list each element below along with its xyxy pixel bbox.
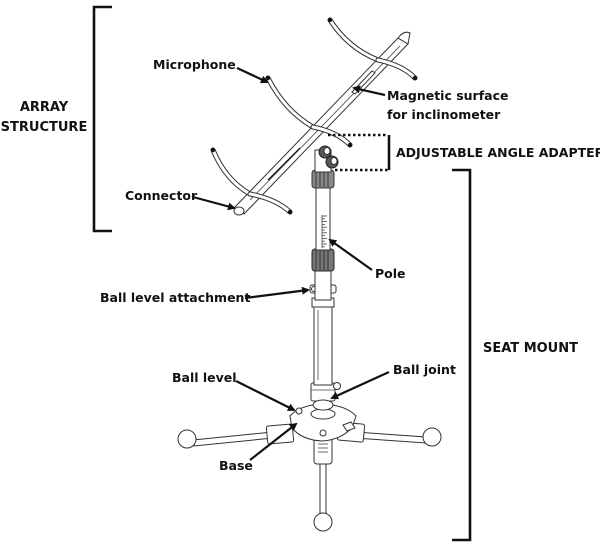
microphone-arm (210, 147, 253, 197)
label-ball-level-attachment: Ball level attachment (100, 290, 250, 305)
microphone-capsule (327, 17, 333, 23)
label-connector: Connector (125, 188, 198, 203)
arrow-base (249, 422, 298, 461)
microphone-arm (265, 75, 316, 130)
pole-scale-ticks (322, 215, 327, 248)
microphone-capsule (210, 147, 216, 153)
microphone-arm (247, 191, 293, 215)
middle-pole (314, 269, 332, 301)
microphone-capsule (412, 75, 418, 81)
label-pole: Pole (375, 266, 406, 281)
label-magnetic-surface-line2: for inclinometer (387, 107, 501, 122)
label-base: Base (219, 458, 253, 473)
label-ball-joint: Ball joint (393, 362, 456, 377)
array-bar (233, 31, 411, 216)
angle-adapter (314, 145, 339, 173)
microphone-arm (375, 57, 418, 81)
group-title-adjustable-angle-adapter: ADJUSTABLE ANGLE ADAPTER (396, 145, 600, 160)
group-title-seat-mount: SEAT MOUNT (483, 341, 578, 356)
upper-pole (315, 184, 331, 251)
seat-mount-bracket (452, 168, 472, 542)
group-title-array-structure-line1: ARRAY (20, 100, 69, 115)
microphone-arms (210, 17, 418, 215)
arrow-ball-level (235, 380, 296, 411)
lower-collar (311, 248, 335, 272)
microphone-capsule (265, 75, 271, 81)
device-illustration (177, 17, 442, 532)
arrow-microphone (236, 67, 269, 84)
label-ball-level: Ball level (172, 370, 237, 385)
group-title-array-structure-line2: STRUCTURE (1, 120, 88, 135)
arrow-pole (328, 238, 373, 271)
ball-joint (310, 382, 341, 411)
label-magnetic-surface-line1: Magnetic surface (387, 88, 508, 103)
microphone-capsule (287, 209, 293, 215)
angle-adapter-bracket (328, 133, 391, 172)
lower-pole (311, 297, 335, 386)
array-structure-bracket (92, 5, 112, 233)
label-microphone: Microphone (153, 57, 236, 72)
microphone-capsule (347, 142, 353, 148)
microphone-arm (327, 17, 381, 63)
arrow-ball-level-attachment (244, 286, 310, 300)
base-plate (289, 403, 357, 442)
arrow-connector (192, 195, 236, 211)
arrow-ball-joint (330, 370, 390, 400)
arrow-magnetic-surface (352, 85, 386, 97)
upper-collar (311, 169, 335, 189)
